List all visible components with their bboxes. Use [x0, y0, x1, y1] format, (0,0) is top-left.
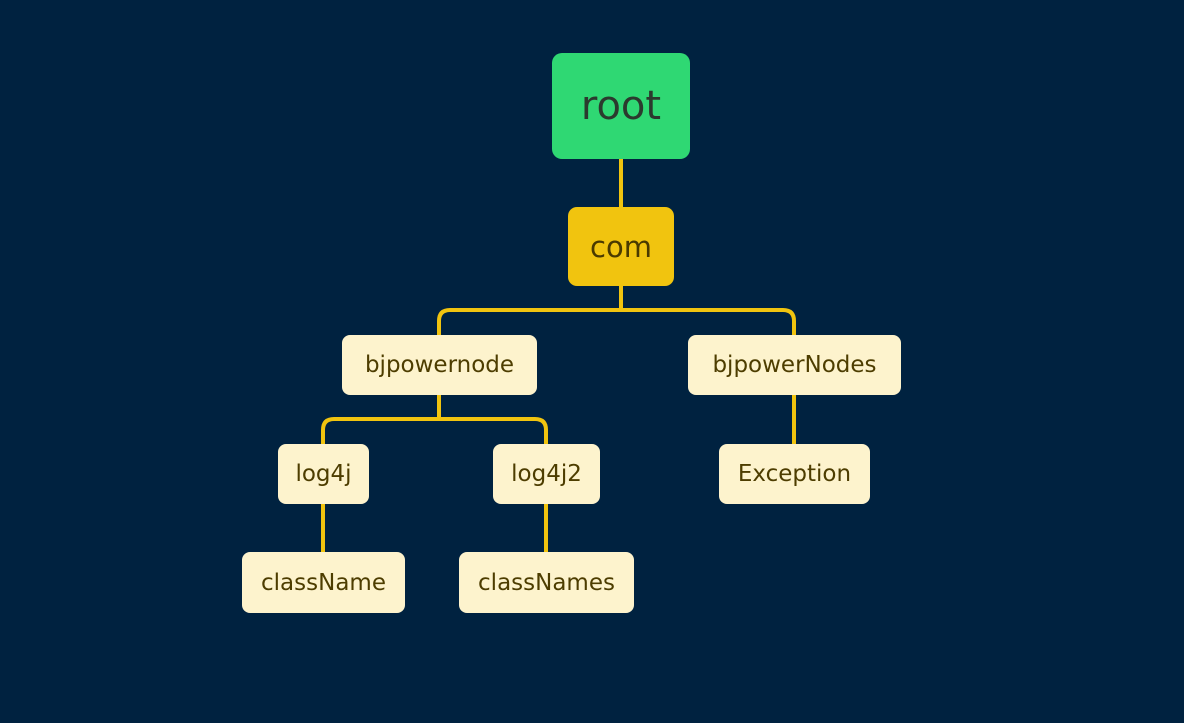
node-exception[interactable]: Exception — [719, 444, 870, 504]
node-com[interactable]: com — [568, 207, 674, 286]
node-classname[interactable]: className — [242, 552, 405, 613]
connector-bjpowernode-log4j — [321, 417, 441, 446]
connector-bjpowernode-log4j2 — [437, 417, 548, 446]
node-classnames[interactable]: classNames — [459, 552, 634, 613]
node-root[interactable]: root — [552, 53, 690, 159]
node-log4j2[interactable]: log4j2 — [493, 444, 600, 504]
connector-com-bjpowernode — [437, 308, 623, 337]
connector-com-bjpowernodes — [619, 308, 796, 337]
node-bjpowernodes[interactable]: bjpowerNodes — [688, 335, 901, 395]
node-log4j[interactable]: log4j — [278, 444, 369, 504]
node-bjpowernode[interactable]: bjpowernode — [342, 335, 537, 395]
